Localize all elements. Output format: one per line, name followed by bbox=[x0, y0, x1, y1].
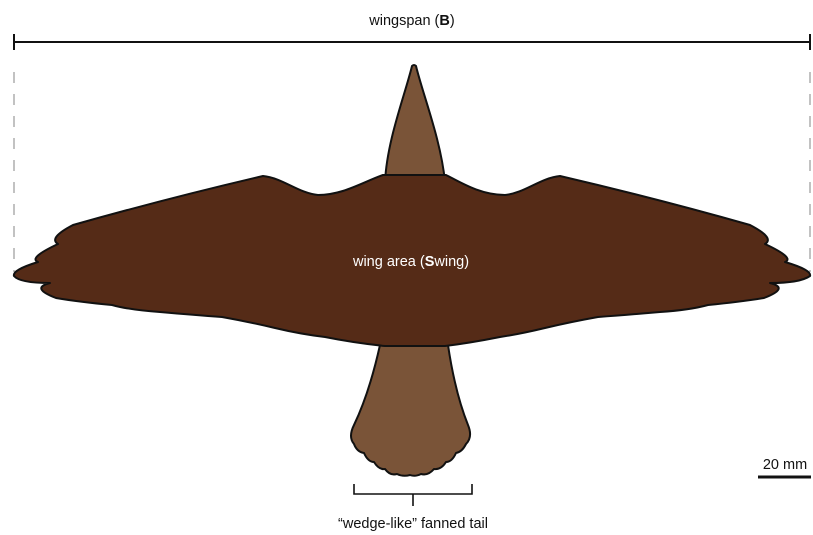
tail-shape bbox=[351, 345, 470, 476]
head-shape bbox=[385, 65, 445, 182]
wingspan-measure bbox=[14, 34, 810, 50]
scale-bar-label: 20 mm bbox=[763, 457, 807, 473]
tail-brace bbox=[354, 484, 472, 506]
wingspan-label: wingspan (B) bbox=[368, 13, 454, 29]
wing-area-label: wing area (Swing) bbox=[352, 254, 469, 270]
tail-label: “wedge-like” fanned tail bbox=[338, 516, 488, 532]
